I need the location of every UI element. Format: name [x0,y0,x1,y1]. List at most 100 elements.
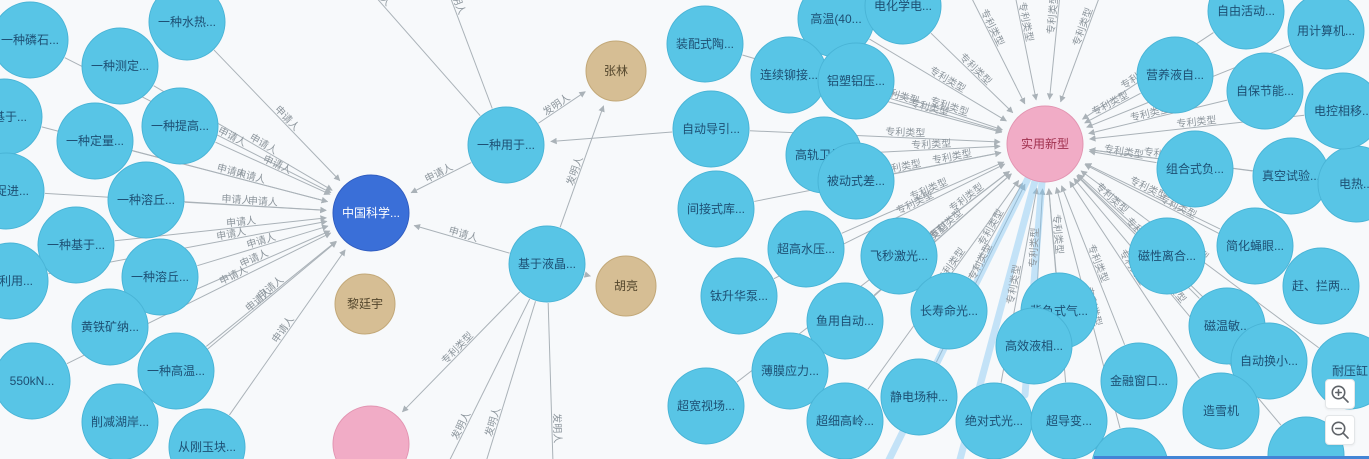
node-circle[interactable] [880,358,958,436]
graph-node-patent[interactable]: 自由活动... [1207,0,1285,50]
node-circle[interactable] [672,90,750,168]
node-circle[interactable] [1287,0,1365,70]
node-circle[interactable] [121,238,199,316]
node-circle[interactable] [677,170,755,248]
node-circle[interactable] [1226,52,1304,130]
node-circle[interactable] [1156,130,1234,208]
graph-node-patent[interactable]: 550kN... [0,342,71,420]
graph-node-patent[interactable]: 从刚玉块... [168,408,246,459]
graph-node-patent[interactable]: 超宽视场... [667,367,745,445]
node-circle[interactable] [750,36,828,114]
node-circle[interactable] [817,42,895,120]
node-circle[interactable] [81,27,159,105]
graph-node-patent[interactable]: 种基于... [0,78,43,156]
horizontal-scrollbar[interactable] [1094,456,1369,459]
graph-node-ptype[interactable] [332,405,410,459]
graph-node-patent[interactable]: 一种溶丘... [107,161,185,239]
graph-node-patent[interactable]: 超高水压... [767,210,845,288]
node-circle[interactable] [148,0,226,61]
node-circle[interactable] [667,367,745,445]
node-circle[interactable] [56,102,134,180]
node-circle[interactable] [81,383,159,459]
graph-node-patent[interactable]: 电化学电... [864,0,942,45]
graph-node-patent[interactable]: 超导变... [1030,382,1108,459]
node-circle[interactable] [0,242,49,320]
graph-node-patent[interactable]: 长寿命光... [910,272,988,350]
node-circle[interactable] [1317,145,1369,223]
node-circle[interactable] [1304,72,1369,150]
graph-node-patent[interactable]: 赶、拦两... [1282,247,1360,325]
graph-node-patent[interactable]: 一种水热... [148,0,226,61]
graph-node-patent[interactable]: 一种磷石... [0,1,69,79]
node-circle[interactable] [1182,372,1260,450]
graph-node-patent[interactable]: 组合式负... [1156,130,1234,208]
node-circle[interactable] [666,5,744,83]
node-circle[interactable] [700,257,778,335]
graph-node-patent[interactable]: 超细高岭... [806,382,884,459]
node-circle[interactable] [137,332,215,410]
graph-node-patent[interactable]: 装配式陶... [666,5,744,83]
graph-node-patent[interactable]: 被动式差... [817,142,895,220]
graph-node-patent[interactable]: 静电场种... [880,358,958,436]
graph-node-patent[interactable]: 钛升华泵... [700,257,778,335]
node-circle[interactable] [1230,322,1308,400]
node-circle[interactable] [141,87,219,165]
graph-node-patent[interactable]: 金融窗口... [1100,342,1178,420]
node-circle[interactable] [751,332,829,410]
graph-node-person[interactable]: 胡亮 [595,255,657,317]
graph-node-patent[interactable]: 一种用于... [467,106,545,184]
node-circle[interactable] [1252,137,1330,215]
graph-node-patent[interactable]: 高效液相... [995,307,1073,385]
graph-node-patent[interactable]: 连续铆接... [750,36,828,114]
node-circle[interactable] [806,382,884,459]
node-circle[interactable] [1136,36,1214,114]
graph-node-patent[interactable]: 黄铁矿纳... [71,288,149,366]
graph-node-person[interactable]: 张林 [585,40,647,102]
graph-node-patent[interactable]: 削减湖岸... [81,383,159,459]
node-circle[interactable] [0,1,69,79]
graph-node-patent[interactable]: 间接式库... [677,170,755,248]
graph-node-patent[interactable]: 铝塑铝压... [817,42,895,120]
graph-node-patent[interactable]: 自动导引... [672,90,750,168]
graph-node-patent[interactable]: 一种测定... [81,27,159,105]
node-circle[interactable] [168,408,246,459]
node-circle[interactable] [910,272,988,350]
node-circle[interactable] [1006,105,1084,183]
graph-node-patent[interactable]: 一种提高... [141,87,219,165]
node-circle[interactable] [71,288,149,366]
node-circle[interactable] [1128,217,1206,295]
node-circle[interactable] [1030,382,1108,459]
graph-node-patent[interactable] [1092,427,1168,459]
graph-node-patent[interactable]: 简化蝇眼... [1216,207,1294,285]
node-circle[interactable] [1216,207,1294,285]
graph-node-org[interactable]: 中国科学... [332,174,410,252]
graph-node-patent[interactable]: 造雪机 [1182,372,1260,450]
node-circle[interactable] [0,342,71,420]
node-circle[interactable] [508,225,586,303]
graph-node-patent[interactable]: 电热... [1317,145,1369,223]
node-circle[interactable] [1267,416,1345,459]
graph-node-patent[interactable]: 电控相移... [1304,72,1369,150]
node-circle[interactable] [864,0,942,45]
zoom-in-button[interactable] [1325,379,1355,409]
node-circle[interactable] [1100,342,1178,420]
node-circle[interactable] [0,78,43,156]
node-circle[interactable] [585,40,647,102]
node-circle[interactable] [1282,247,1360,325]
graph-node-person[interactable]: 黎廷宇 [334,273,396,335]
node-circle[interactable] [1207,0,1285,50]
zoom-out-button[interactable] [1325,415,1355,445]
node-circle[interactable] [1092,427,1168,459]
node-circle[interactable] [332,405,410,459]
node-circle[interactable] [806,282,884,360]
node-circle[interactable] [0,152,45,230]
node-circle[interactable] [995,307,1073,385]
node-circle[interactable] [334,273,396,335]
graph-node-patent[interactable]: 基于液晶... [508,225,586,303]
node-circle[interactable] [817,142,895,220]
graph-node-patent[interactable]: 自保节能... [1226,52,1304,130]
node-circle[interactable] [467,106,545,184]
graph-node-patent[interactable]: 一种基于... [37,206,115,284]
graph-node-patent[interactable]: 磁性离合... [1128,217,1206,295]
